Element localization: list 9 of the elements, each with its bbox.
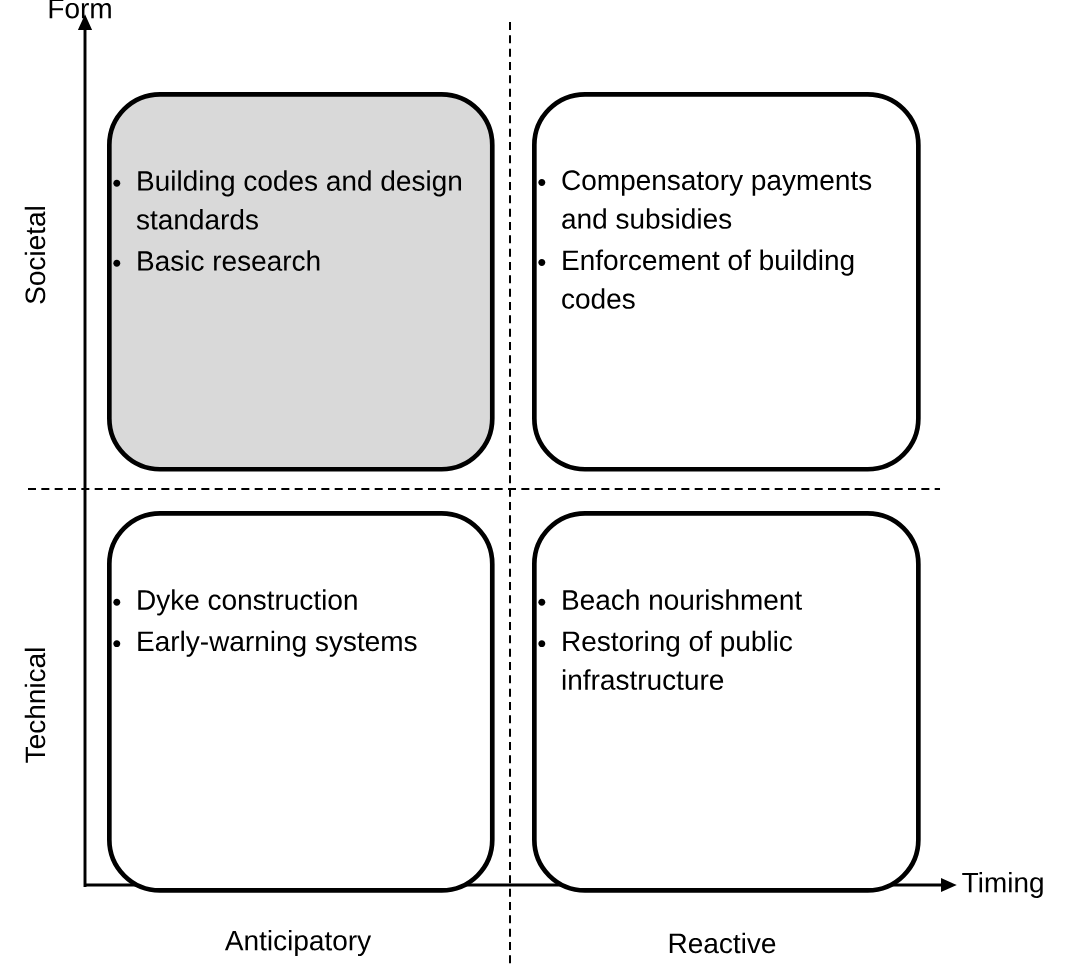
axis-label: Societal [24, 207, 46, 304]
axis-label: Technical [24, 648, 46, 763]
axis-label: Reactive [669, 932, 776, 954]
axis-label: Anticipatory [224, 929, 372, 957]
quadrant-box: Beach nourishment Restoring of public infrastructure [532, 511, 921, 893]
quadrant-box: Dyke construction Early-warning systems [107, 511, 495, 893]
quadrant-box: Building codes and design standards Basic research [107, 92, 495, 472]
axis-label: Timing [962, 871, 1043, 899]
quadrant-box: Compensatory payments and subsidies Enforcement of building codes [532, 92, 921, 472]
